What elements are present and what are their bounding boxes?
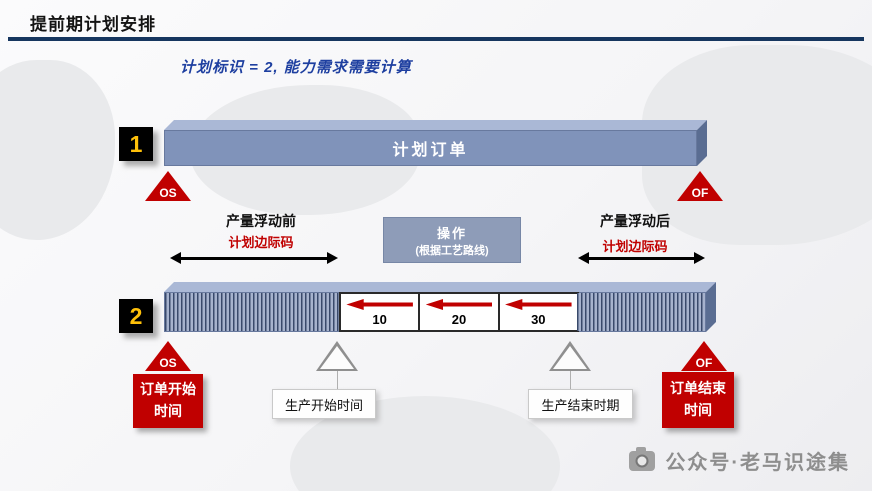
bar-top-face [164, 282, 716, 292]
production-start-marker [316, 341, 358, 371]
page-title: 提前期计划安排 [30, 15, 156, 34]
cell-value: 30 [531, 312, 546, 327]
os-label: OS [159, 186, 177, 200]
white-triangle-icon [553, 346, 587, 369]
cell-value: 10 [372, 312, 387, 327]
arrow-line [181, 256, 327, 260]
left-arrow-icon [425, 299, 493, 310]
float-after-hatch [577, 293, 705, 331]
production-start-label: 生产开始时间 [272, 389, 376, 419]
margin-span-arrow-left [170, 252, 338, 264]
arrow-line [589, 256, 694, 260]
bar2-face: 10 20 30 [164, 292, 706, 332]
order-end-label: 订单结束时间 [662, 372, 734, 428]
operation-cell-2: 20 [420, 294, 500, 330]
float-before-label: 产量浮动前 [226, 213, 296, 229]
production-end-label: 生产结束时期 [528, 389, 633, 419]
world-map-background [0, 60, 115, 240]
step-1-badge: 1 [119, 127, 153, 161]
production-timeline-bar: 10 20 30 [164, 292, 706, 332]
white-triangle-icon [320, 346, 354, 369]
watermark-text: 公众号·老马识途集 [665, 452, 850, 474]
bar-top-face [164, 120, 707, 130]
step-2-badge: 2 [119, 299, 153, 333]
watermark: 公众号·老马识途集 [629, 446, 850, 475]
order-start-label: 订单开始时间 [133, 374, 203, 428]
margin-code-after-label: 计划边际码 [602, 239, 668, 254]
operation-cell-3: 30 [499, 294, 577, 330]
operation-box: 操作 (根据工艺路线) [383, 217, 521, 263]
margin-code-before-label: 计划边际码 [228, 235, 294, 250]
planned-order-bar: 计划订单 [164, 130, 697, 166]
os-marker-step2: OS [145, 341, 191, 371]
os-marker-step1: OS [145, 171, 191, 201]
bar-side-face [697, 120, 707, 166]
title-underline [8, 37, 864, 41]
float-after-label: 产量浮动后 [600, 213, 670, 229]
of-label: OF [695, 356, 713, 370]
bar-side-face [706, 282, 716, 332]
cell-value: 20 [451, 312, 467, 327]
operation-title: 操作 [436, 225, 467, 241]
planned-order-label: 计划订单 [164, 130, 697, 166]
of-label: OF [691, 186, 709, 200]
margin-span-arrow-right [578, 252, 705, 264]
camera-icon [629, 446, 656, 471]
production-end-marker [549, 341, 591, 371]
os-label: OS [159, 356, 177, 370]
operation-cells: 10 20 30 [339, 292, 579, 332]
left-arrow-icon [505, 299, 572, 310]
of-marker-step2: OF [681, 341, 727, 371]
subtitle: 计划标识 = 2, 能力需求需要计算 [180, 59, 412, 76]
left-arrow-icon [346, 299, 413, 310]
of-marker-step1: OF [677, 171, 723, 201]
float-before-hatch [165, 293, 339, 331]
marker-connector-line [570, 371, 571, 389]
operation-cell-1: 10 [341, 294, 421, 330]
operation-subtitle: (根据工艺路线) [415, 244, 489, 257]
marker-connector-line [337, 371, 338, 389]
